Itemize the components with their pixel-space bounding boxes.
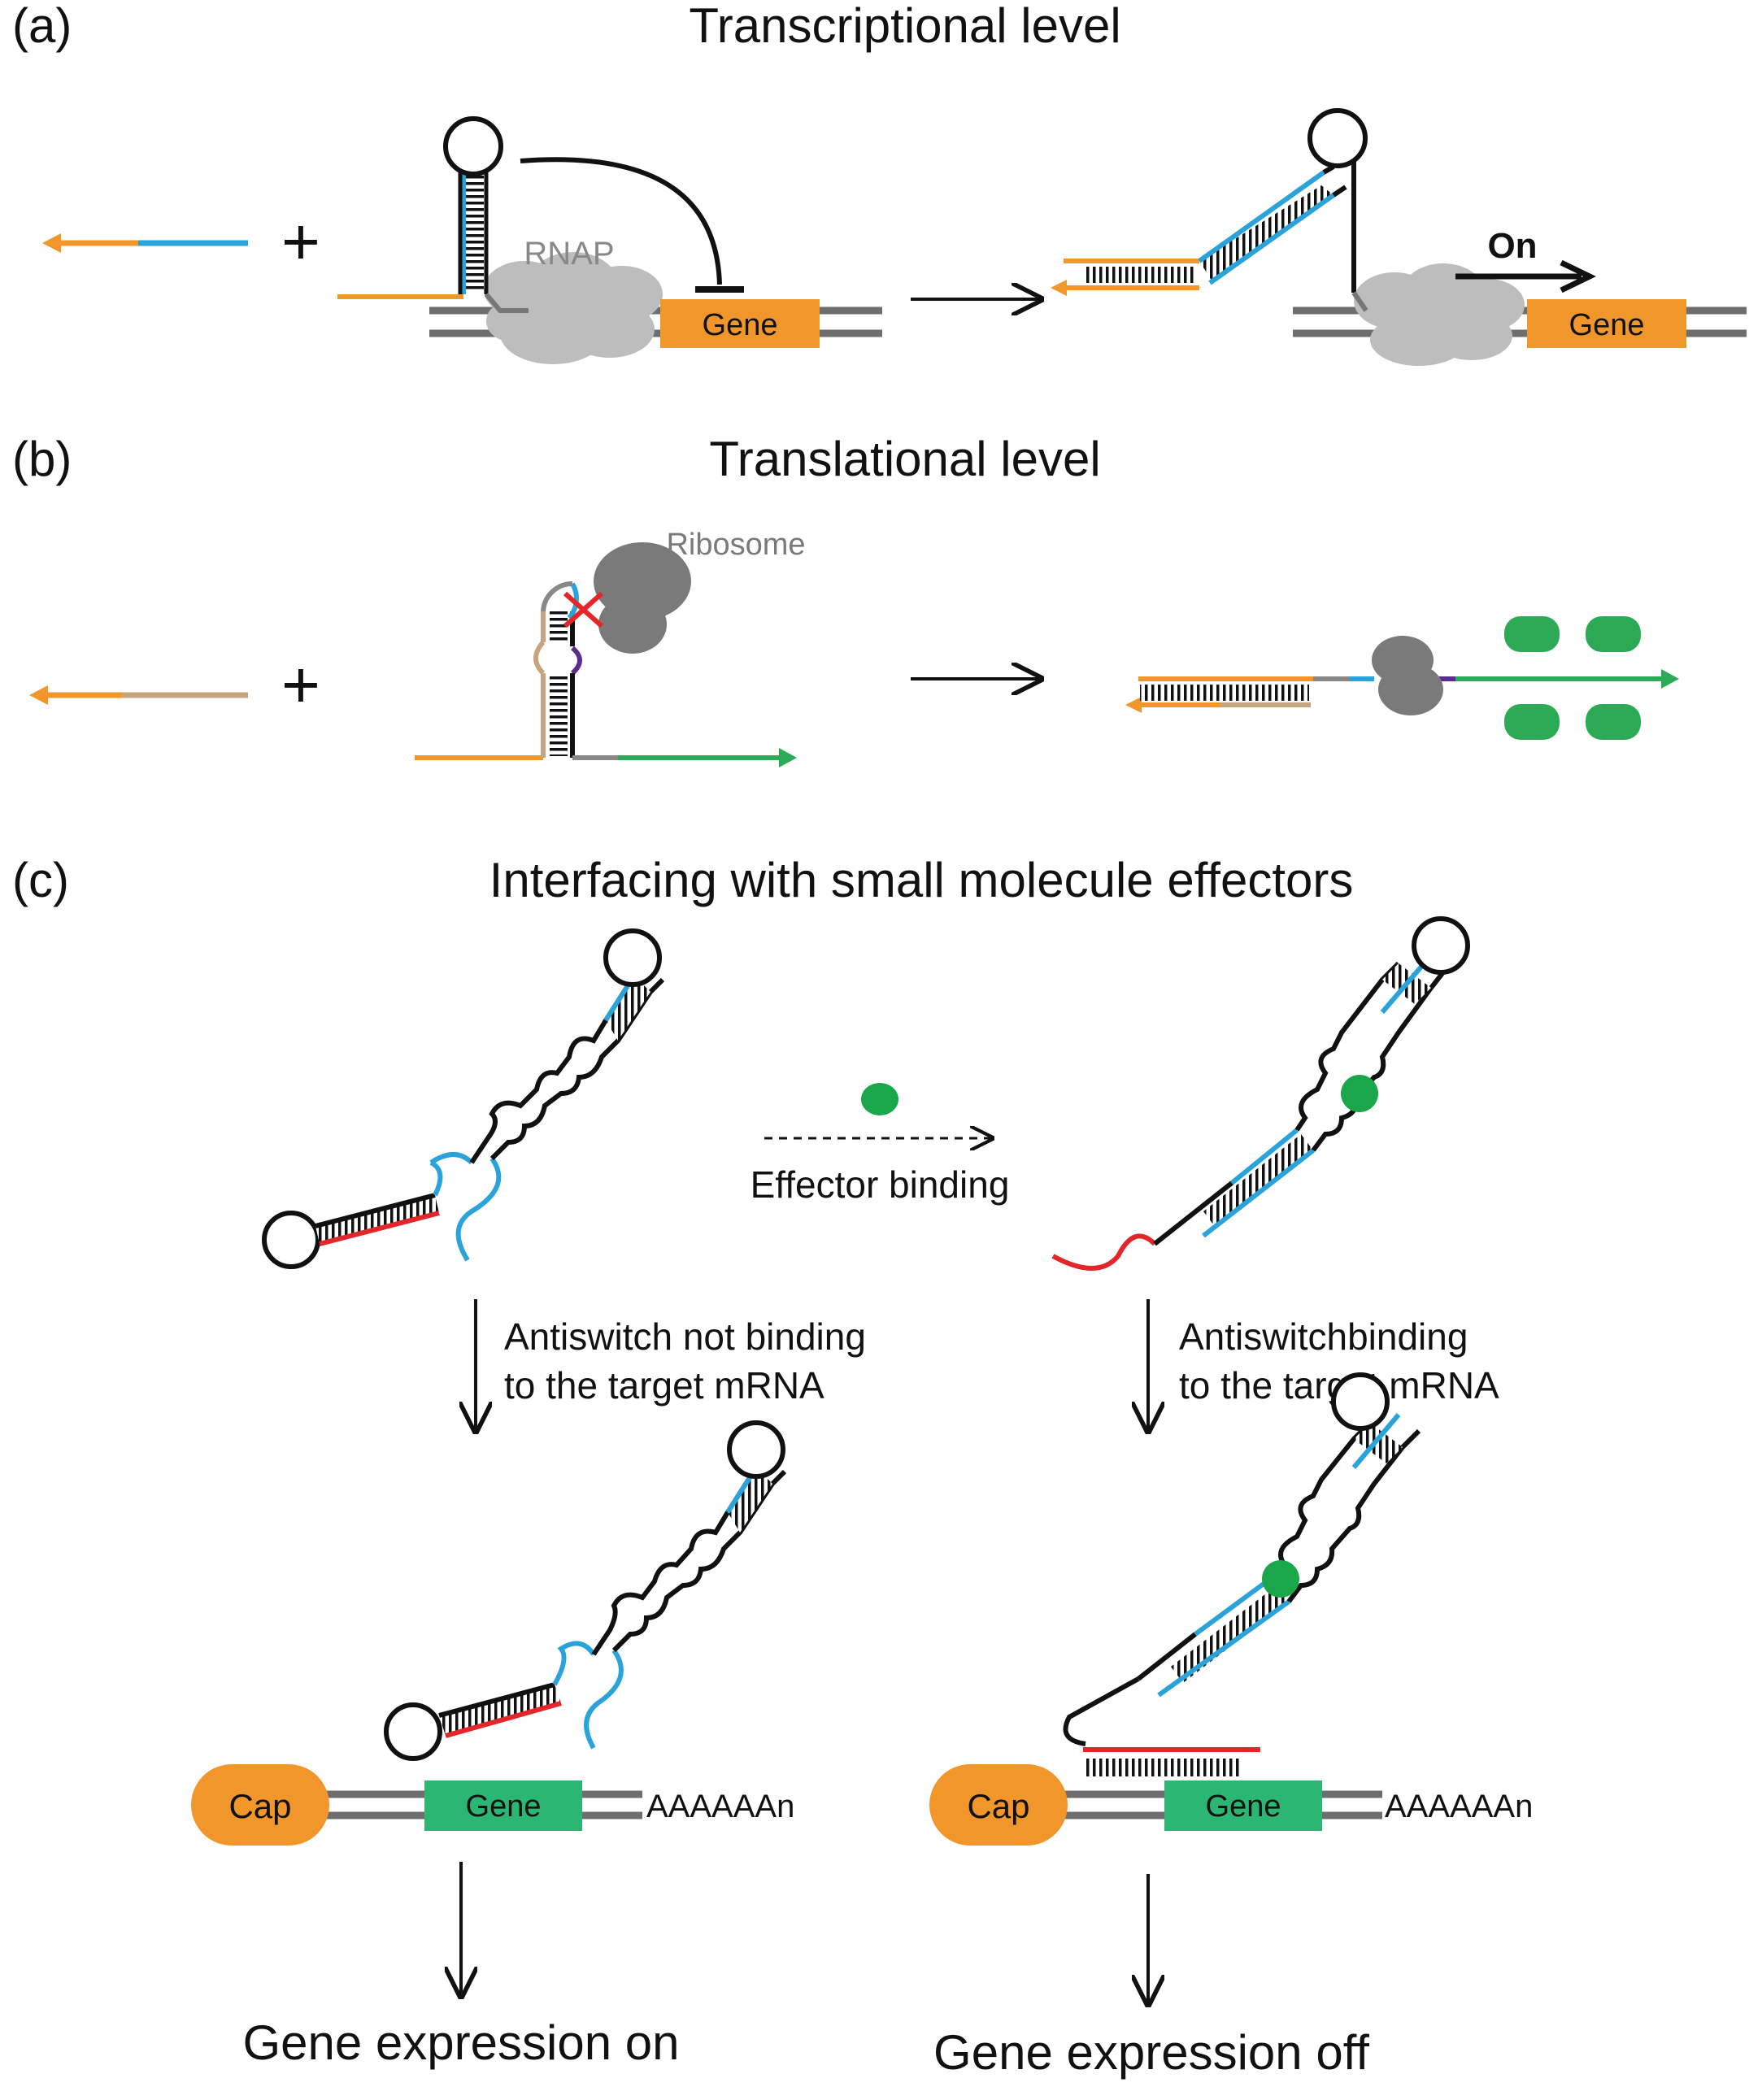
gene-box-c-left	[424, 1780, 582, 1831]
panel-b-title: Translational level	[709, 432, 1100, 486]
ribosome-left	[594, 542, 691, 654]
gene-label-c-left: Gene	[466, 1789, 542, 1824]
effector-molecule	[861, 1083, 898, 1115]
antiswitch-unbound-bottom	[384, 1420, 787, 1761]
rnap-left	[484, 252, 663, 364]
panel-a: (a) Transcriptional level + RNAP Gene	[12, 0, 1747, 366]
gene-label-a-left: Gene	[703, 308, 778, 342]
ribosome-right	[1372, 636, 1443, 715]
rnap-right	[1354, 263, 1525, 366]
antiswitch-bound-bottom	[1063, 1372, 1421, 1776]
gene-box-a-right	[1527, 299, 1686, 348]
panel-a-title: Transcriptional level	[689, 0, 1120, 53]
panel-c-label: (c)	[12, 853, 69, 907]
polya-right: AAAAAAn	[1385, 1789, 1533, 1824]
switch-complex-a	[1051, 108, 1399, 313]
mrna-left: Cap Gene AAAAAAn	[191, 1764, 794, 1846]
left-desc-line1: Antiswitch not binding	[504, 1315, 866, 1358]
polya-left: AAAAAAn	[646, 1789, 794, 1824]
effector-binding-label: Effector binding	[751, 1163, 1010, 1206]
panel-b-label: (b)	[12, 432, 72, 486]
switch-hairpin-a	[337, 116, 529, 313]
cap-label-left: Cap	[228, 1787, 291, 1825]
gene-label-a-right: Gene	[1569, 308, 1645, 342]
repression-arc	[520, 157, 722, 285]
gene-box-a-left	[660, 299, 820, 348]
result-on: Gene expression on	[242, 2015, 679, 2070]
on-label: On	[1487, 226, 1537, 266]
plus-sign-b: +	[281, 648, 320, 722]
rnap-link	[1351, 291, 1368, 312]
cap-left	[191, 1764, 329, 1846]
trigger-rna-a	[42, 233, 248, 253]
panel-a-label: (a)	[12, 0, 72, 53]
ribosome-label: Ribosome	[666, 528, 805, 562]
antiswitch-unbound-top	[262, 928, 665, 1269]
mrna-right: Cap Gene AAAAAAn	[929, 1764, 1533, 1846]
panel-b: (b) Translational level +	[12, 432, 1679, 767]
block-x-icon	[563, 591, 603, 628]
result-off: Gene expression off	[933, 2025, 1369, 2080]
toehold-switch-b	[415, 580, 797, 767]
cap-right	[929, 1764, 1068, 1846]
panel-c-title: Interfacing with small molecule effector…	[489, 853, 1354, 907]
panel-c: (c) Interfacing with small molecule effe…	[12, 853, 1533, 2080]
cap-label-right: Cap	[967, 1787, 1029, 1825]
on-arrow-head	[1560, 259, 1597, 293]
right-desc-line1: Antiswitchbinding	[1179, 1315, 1468, 1358]
antiswitch-bound-top	[1051, 916, 1470, 1271]
plus-sign-a: +	[281, 205, 320, 279]
trigger-rna-b	[29, 685, 248, 705]
gene-box-c-right	[1164, 1780, 1322, 1831]
protein-products	[1504, 616, 1641, 740]
gene-label-c-right: Gene	[1206, 1789, 1281, 1824]
left-desc-line2: to the target mRNA	[504, 1364, 824, 1407]
rnap-label: RNAP	[524, 236, 614, 272]
